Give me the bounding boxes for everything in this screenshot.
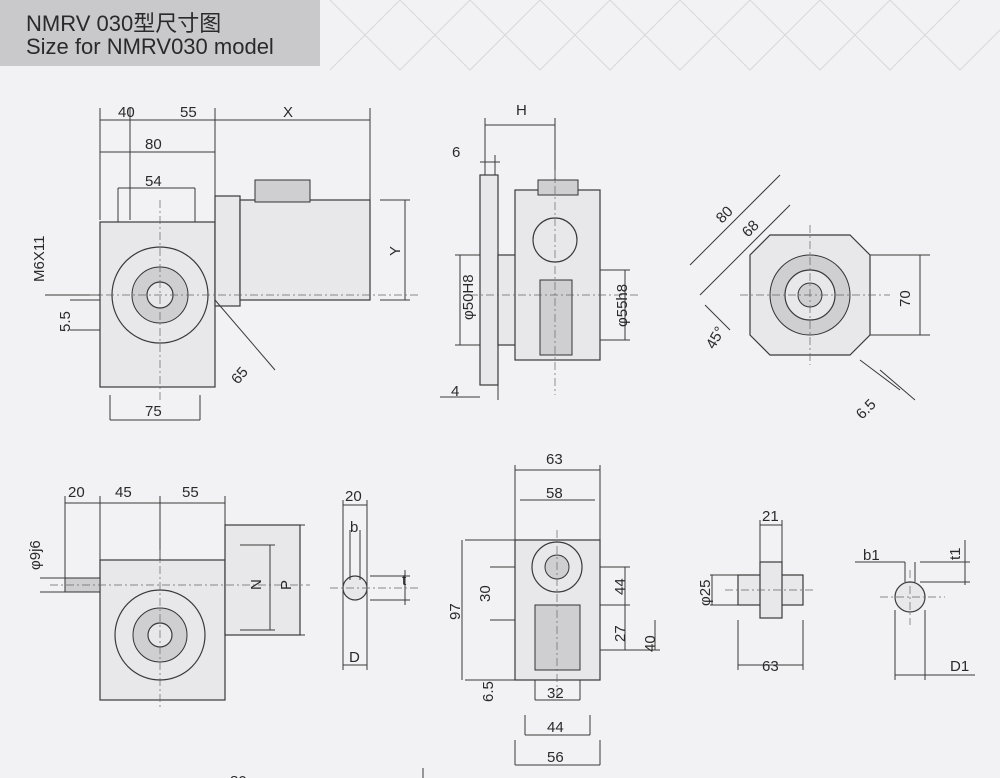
front-view: H 6 φ50H8 φ55h8 4 bbox=[440, 102, 640, 400]
dim-t: t bbox=[402, 572, 407, 589]
title-english: Size for NMRV030 model bbox=[26, 34, 274, 59]
dim-d1: D1 bbox=[950, 658, 969, 675]
dim-6-5: 6.5 bbox=[480, 681, 497, 702]
dim-65: 65 bbox=[228, 364, 252, 388]
title-chinese: NMRV 030型尺寸图 bbox=[26, 11, 222, 36]
key-view: 20 b t D bbox=[330, 488, 420, 670]
dim-54: 54 bbox=[145, 173, 162, 190]
dim-h: H bbox=[516, 102, 527, 119]
dim-bore-50: φ50H8 bbox=[460, 274, 477, 320]
dim-75: 75 bbox=[145, 403, 162, 420]
dim-b1: b1 bbox=[863, 547, 880, 564]
dim-55: 55 bbox=[182, 484, 199, 501]
flange-view: 80 68 70 45° 6.5 bbox=[689, 174, 930, 423]
bottom-cut-dimensions: 54 80 bbox=[180, 768, 424, 778]
dim-63: 63 bbox=[762, 658, 779, 675]
dim-55: 55 bbox=[180, 104, 197, 121]
top-view: 63 58 97 30 44 27 40 6.5 32 44 56 bbox=[447, 451, 660, 766]
dim-44-bottom: 44 bbox=[547, 719, 564, 736]
dim-d: D bbox=[349, 649, 360, 666]
dim-20: 20 bbox=[345, 488, 362, 505]
dim-21: 21 bbox=[762, 508, 779, 525]
dim-54-cut: 54 bbox=[180, 775, 197, 778]
dim-angle-45: 45° bbox=[703, 324, 729, 352]
bore-view: b1 t1 D1 bbox=[855, 540, 975, 680]
dim-6-5: 6.5 bbox=[853, 396, 880, 423]
dim-80-cut: 80 bbox=[230, 773, 247, 778]
dim-70: 70 bbox=[897, 290, 914, 307]
dim-n: N bbox=[248, 579, 265, 590]
side-view: 40 55 X 80 54 M6X11 5.5 65 75 Y bbox=[31, 104, 420, 421]
dim-63: 63 bbox=[546, 451, 563, 468]
dim-y: Y bbox=[387, 246, 404, 256]
dim-p: P bbox=[278, 580, 295, 590]
dim-80: 80 bbox=[145, 136, 162, 153]
dim-97: 97 bbox=[447, 603, 464, 620]
dim-5-5: 5.5 bbox=[57, 311, 74, 332]
dim-45: 45 bbox=[115, 484, 132, 501]
background-pattern bbox=[329, 0, 1000, 71]
dim-27: 27 bbox=[612, 625, 629, 642]
dim-20: 20 bbox=[68, 484, 85, 501]
title-banner: NMRV 030型尺寸图 Size for NMRV030 model bbox=[0, 0, 320, 66]
dim-44: 44 bbox=[612, 578, 629, 595]
dim-56: 56 bbox=[547, 749, 564, 766]
dim-thread: M6X11 bbox=[31, 236, 48, 282]
dim-68: 68 bbox=[739, 217, 763, 241]
shaft-view: 21 φ25 63 bbox=[697, 508, 815, 675]
dim-t1: t1 bbox=[947, 547, 964, 560]
dim-30: 30 bbox=[477, 585, 494, 602]
dim-shaft-9: φ9j6 bbox=[27, 540, 44, 570]
dim-x: X bbox=[283, 104, 293, 121]
dim-32: 32 bbox=[547, 685, 564, 702]
dim-6: 6 bbox=[452, 144, 460, 161]
dim-40: 40 bbox=[642, 635, 659, 652]
dim-58: 58 bbox=[546, 485, 563, 502]
dim-spigot-55: φ55h8 bbox=[614, 284, 631, 327]
dim-b: b bbox=[350, 519, 358, 536]
dim-80: 80 bbox=[713, 203, 737, 227]
dim-25: φ25 bbox=[697, 580, 714, 606]
dim-4: 4 bbox=[451, 383, 459, 400]
dim-40: 40 bbox=[118, 104, 135, 121]
input-view: 20 45 55 φ9j6 N P bbox=[27, 484, 310, 710]
